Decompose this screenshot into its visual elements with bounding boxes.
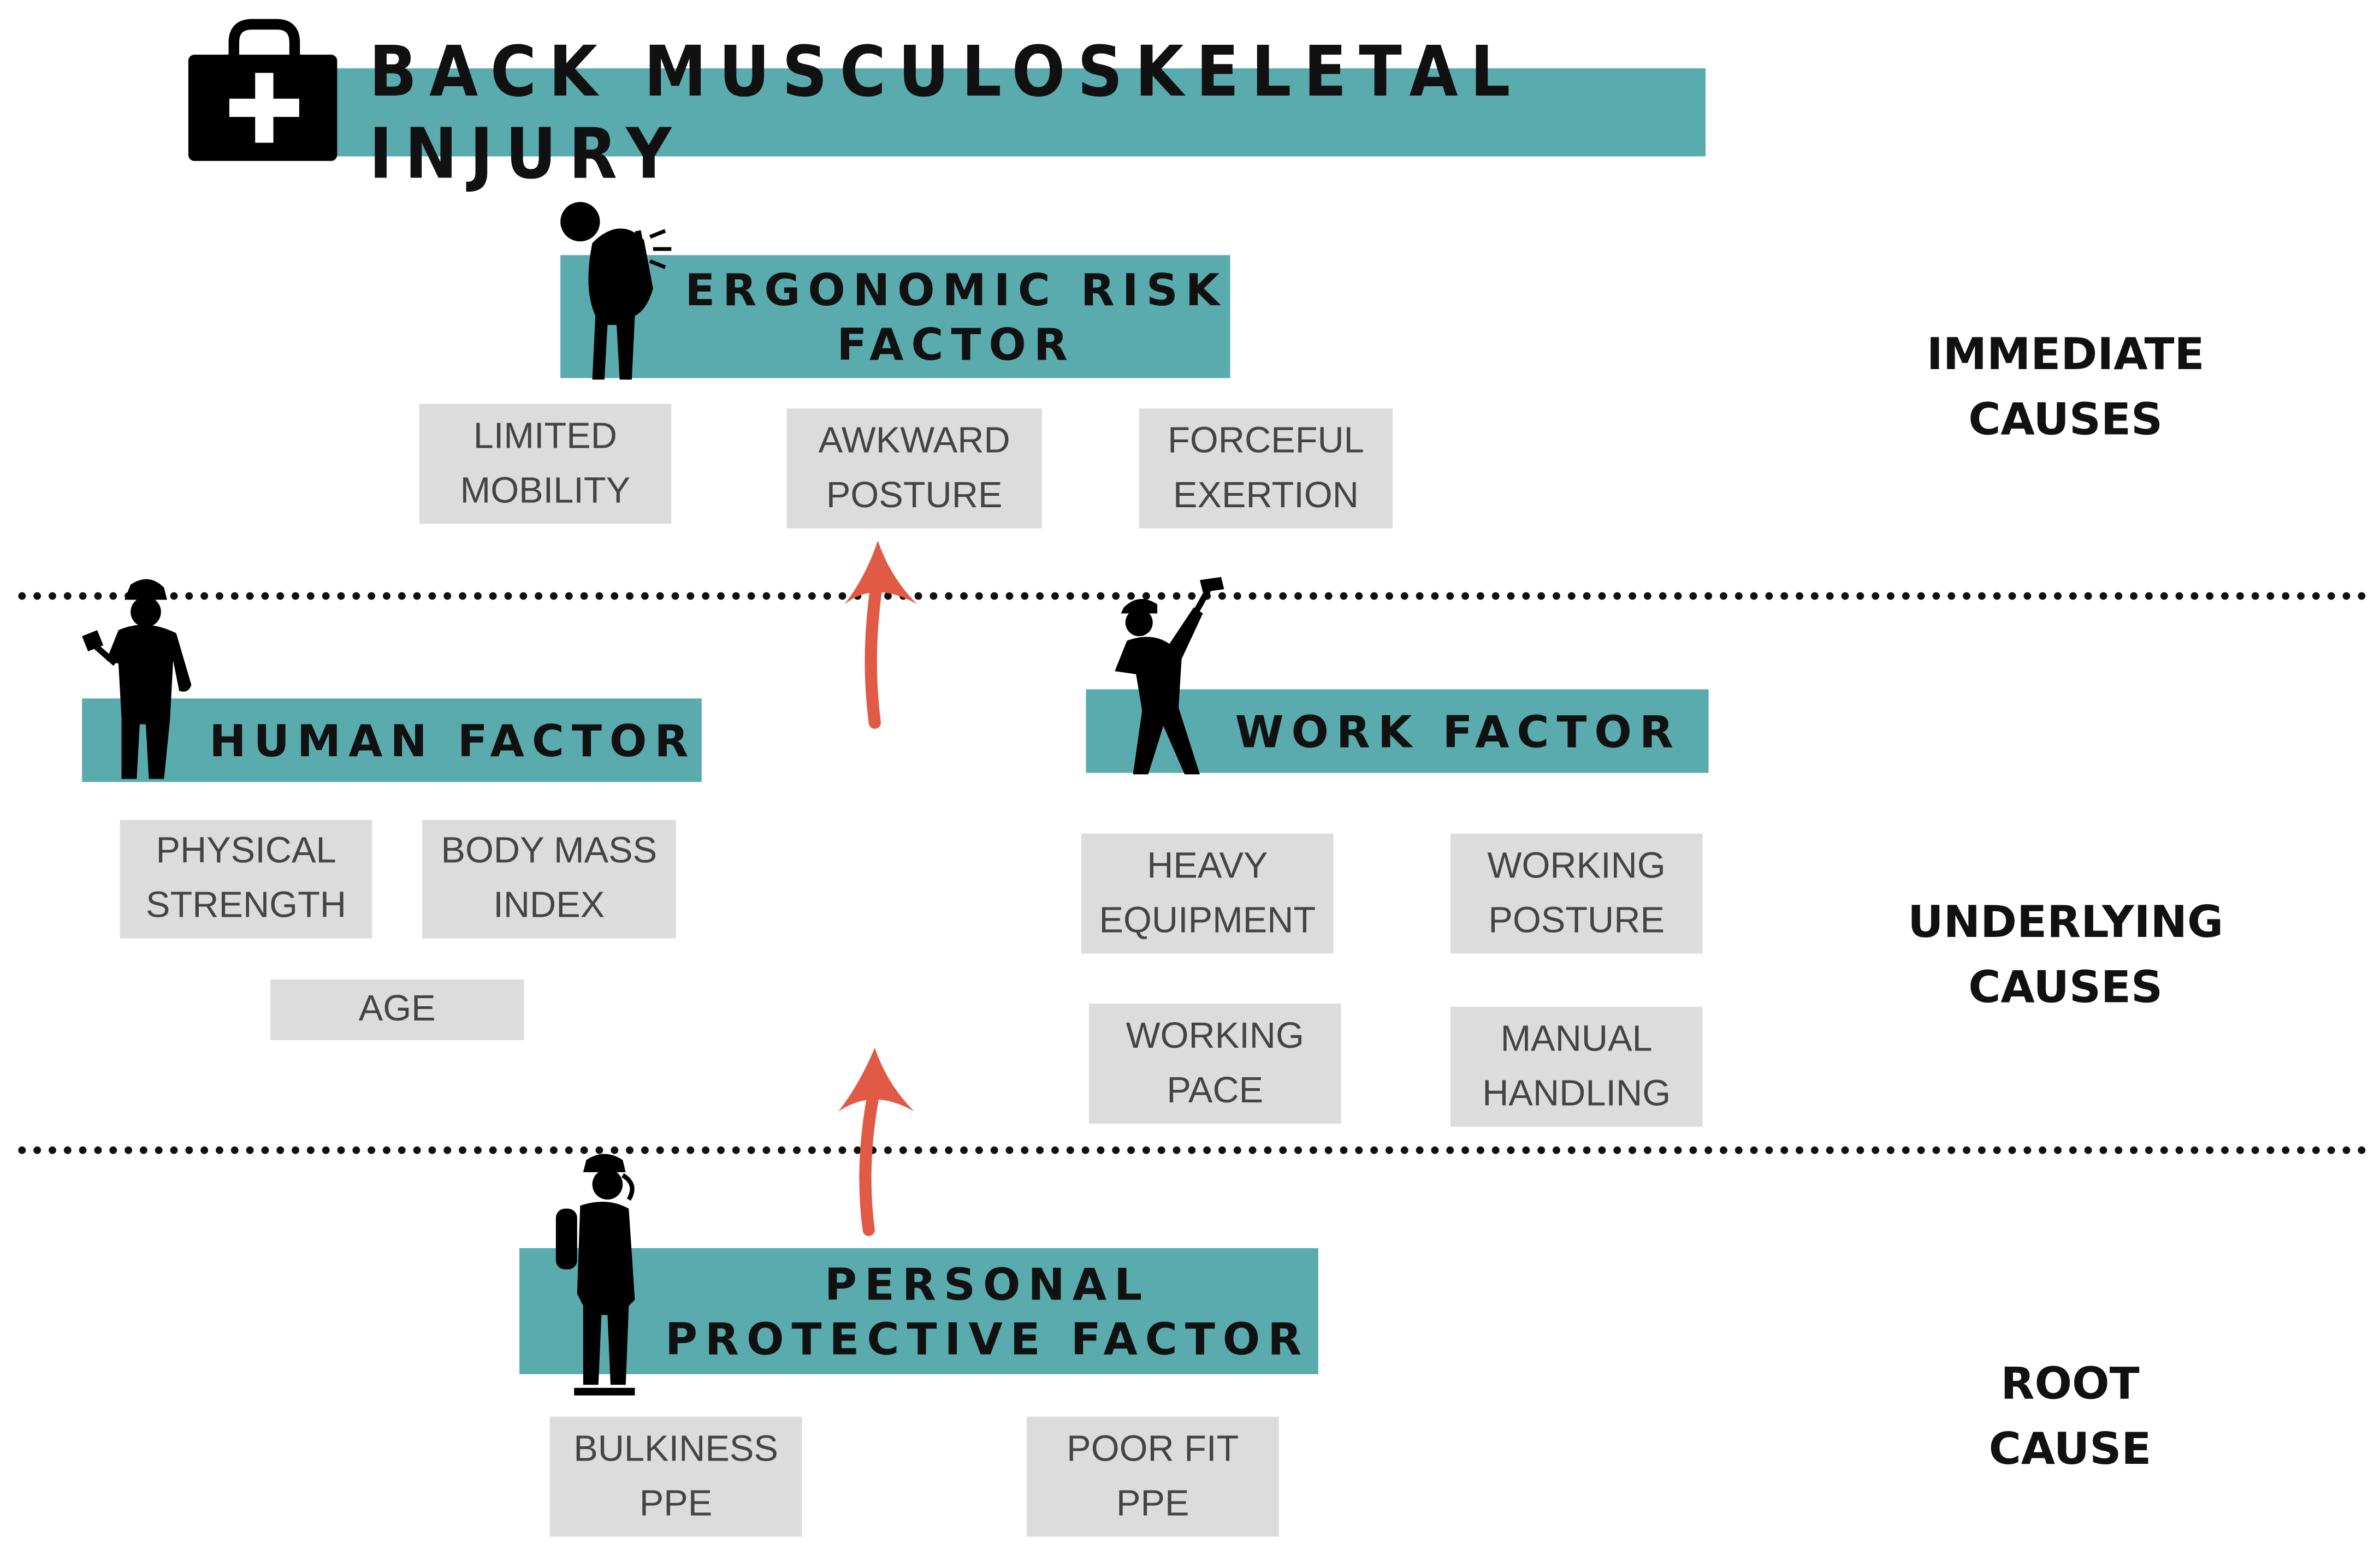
divider-underlying-root [18, 1146, 2368, 1154]
item-heavy-equipment: HEAVY EQUIPMENT [1081, 833, 1334, 954]
personal-protective-factor-band: PERSONAL PROTECTIVE FACTOR [519, 1248, 1318, 1374]
level-immediate-causes: IMMEDIATE CAUSES [1926, 328, 2205, 445]
item-manual-handling: MANUAL HANDLING [1450, 1006, 1703, 1127]
back-pain-person-icon [560, 201, 672, 380]
item-poor-fit-ppe: POOR FIT PPE [1026, 1416, 1279, 1537]
worker-hammer-icon [1115, 577, 1224, 775]
item-working-posture: WORKING POSTURE [1450, 833, 1703, 954]
item-age: AGE [270, 979, 524, 1040]
title-text: BACK MUSCULOSKELETAL INJURY [369, 30, 1523, 194]
arrow-up-icon [838, 1047, 915, 1236]
work-factor-band: WORK FACTOR [1086, 689, 1709, 773]
item-physical-strength: PHYSICAL STRENGTH [120, 820, 372, 939]
first-aid-kit-icon [188, 19, 338, 161]
firefighter-axe-icon [82, 579, 192, 779]
ergonomic-risk-factor-band: ERGONOMIC RISK FACTOR [560, 255, 1230, 378]
personal-protective-factor-header: PERSONAL PROTECTIVE FACTOR [665, 1258, 1310, 1364]
item-bulkiness-ppe: BULKINESS PPE [549, 1416, 802, 1537]
level-root-cause: ROOT CAUSE [1988, 1357, 2152, 1475]
ergonomic-risk-factor-header: ERGONOMIC RISK FACTOR [685, 263, 1228, 370]
human-factor-header: HUMAN FACTOR [209, 714, 696, 767]
item-forceful-exertion: FORCEFUL EXERTION [1139, 408, 1393, 529]
level-underlying-causes: UNDERLYING CAUSES [1908, 895, 2224, 1013]
arrow-up-icon [844, 541, 917, 729]
work-factor-header: WORK FACTOR [1235, 705, 1681, 757]
item-working-pace: WORKING PACE [1088, 1004, 1341, 1124]
item-limited-mobility: LIMITED MOBILITY [419, 403, 672, 524]
divider-immediate-underlying [18, 592, 2368, 600]
human-factor-band: HUMAN FACTOR [82, 698, 702, 782]
title-band: BACK MUSCULOSKELETAL INJURY [311, 31, 1706, 194]
firefighter-breathing-apparatus-icon [555, 1154, 635, 1396]
item-body-mass-index: BODY MASS INDEX [422, 820, 676, 939]
item-awkward-posture: AWKWARD POSTURE [786, 408, 1042, 529]
